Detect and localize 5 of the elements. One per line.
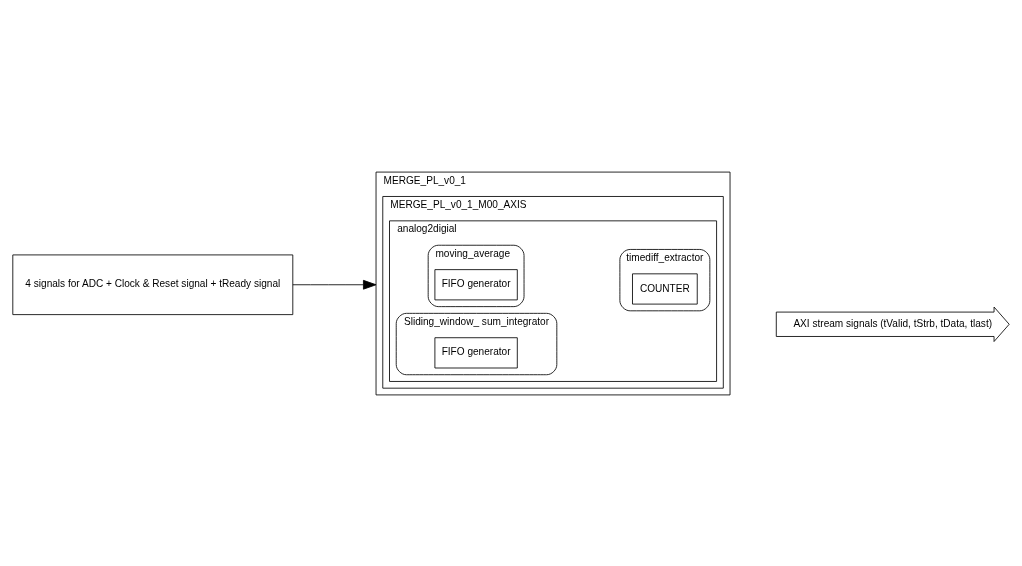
node-box: FIFO generator	[434, 268, 518, 300]
arrow	[292, 279, 377, 290]
node-box: FIFO generator	[434, 336, 518, 368]
node-box: 4 signals for ADC + Clock & Reset signal + tReady signal	[12, 254, 294, 315]
node-box: COUNTER	[632, 272, 698, 305]
